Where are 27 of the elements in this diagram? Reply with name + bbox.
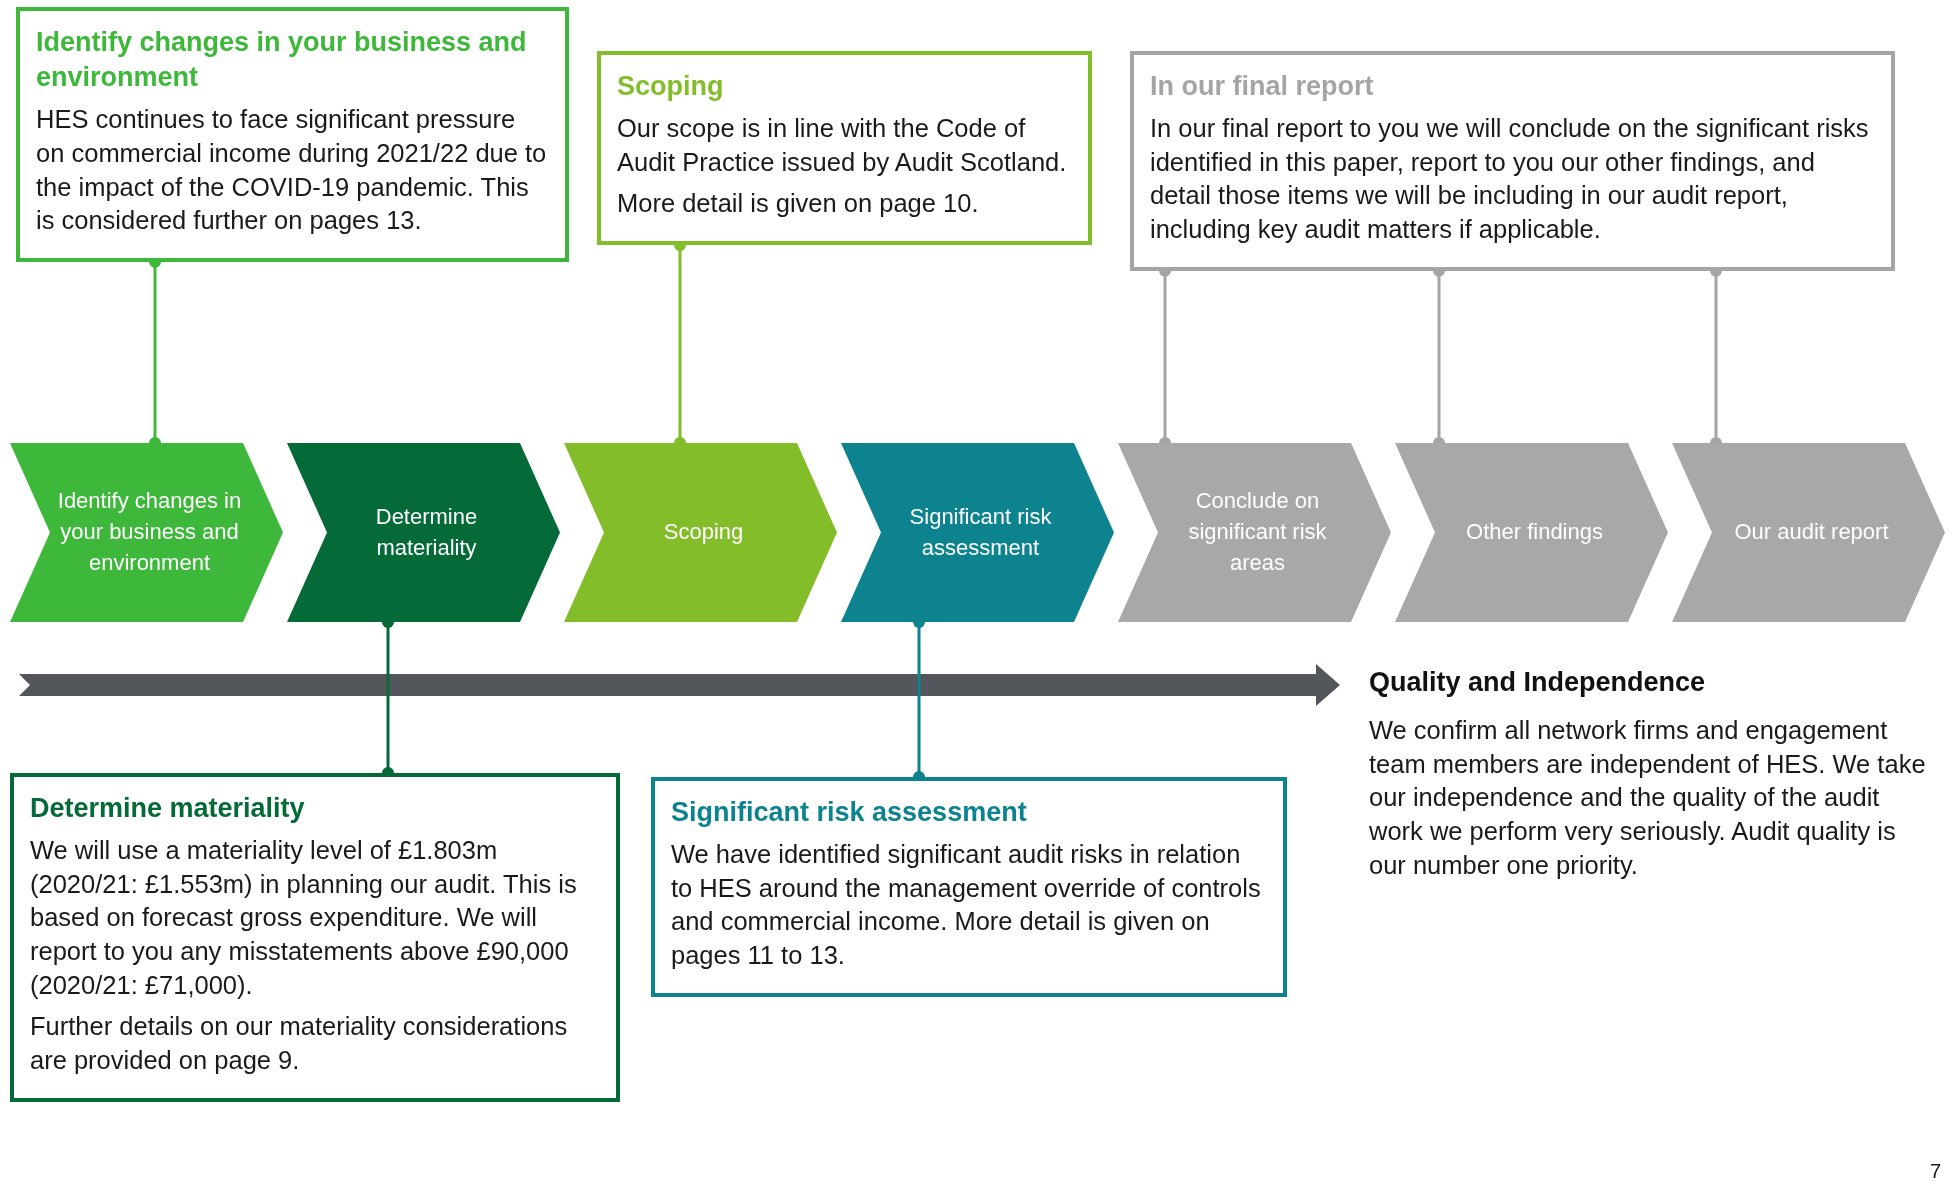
info-box (10, 773, 620, 1102)
box-text: Our scope is in line with the Code of Audit Practice issued by Audit Scotland. (617, 113, 1068, 178)
chevron-step: Our audit report (1672, 443, 1945, 622)
info-box (1130, 51, 1895, 271)
info-box (651, 777, 1287, 997)
chevron-step: Significant risk assessment (841, 443, 1114, 622)
box-heading: Determine materiality (30, 792, 306, 825)
box-text: HES continues to face significant pressure on commercial income during 2021/22 due to the impact of the COVID-19 pandemic. This is considered further on pages 13. (36, 104, 548, 237)
box-text: More detail is given on page 10. (617, 188, 980, 220)
section-heading: Quality and Independence (1369, 667, 1707, 698)
box-text: Further details on our materiality considerations are provided on page 9. (30, 1011, 569, 1077)
page-number: 7 (1930, 1160, 1943, 1183)
box-heading: Scoping (617, 70, 725, 103)
box-heading: Identify changes in your business and environment (36, 26, 528, 95)
box-text: We will use a materiality level of £1.803m (2020/21: £1.553m) in planning our audit. This is based on forecast gross expenditure. We will report to you any misstatements above £90,000 (2020/21: £71,000). (30, 835, 578, 1001)
box-text: We have identified significant audit risks in relation to HES around the management override of controls and commercial income. More detail is given on pages 11 to 13. (671, 839, 1262, 972)
note-text: We confirm all network firms and engagement team members are independent of HES. We take our independence and the quality of the audit work we perform very seriously. Audit quality is our number one priority. (1369, 715, 1927, 881)
chevron-step: Conclude on significant risk areas (1118, 443, 1391, 622)
box-text: In our final report to you we will conclude on the significant risks identified in this paper, report to you our other findings, and detail those items we will be including in our audit report, including key audit matters if applicable. (1150, 113, 1870, 246)
box-heading: In our final report (1150, 70, 1375, 103)
info-box (597, 51, 1092, 246)
chevron-step: Identify changes in your business and environment (10, 443, 283, 622)
box-heading: Significant risk assessment (671, 796, 1028, 829)
chevron-step: Determine materiality (287, 443, 560, 622)
chevron-step: Other findings (1395, 443, 1668, 622)
info-box (16, 7, 569, 262)
chevron-step: Scoping (564, 443, 837, 622)
